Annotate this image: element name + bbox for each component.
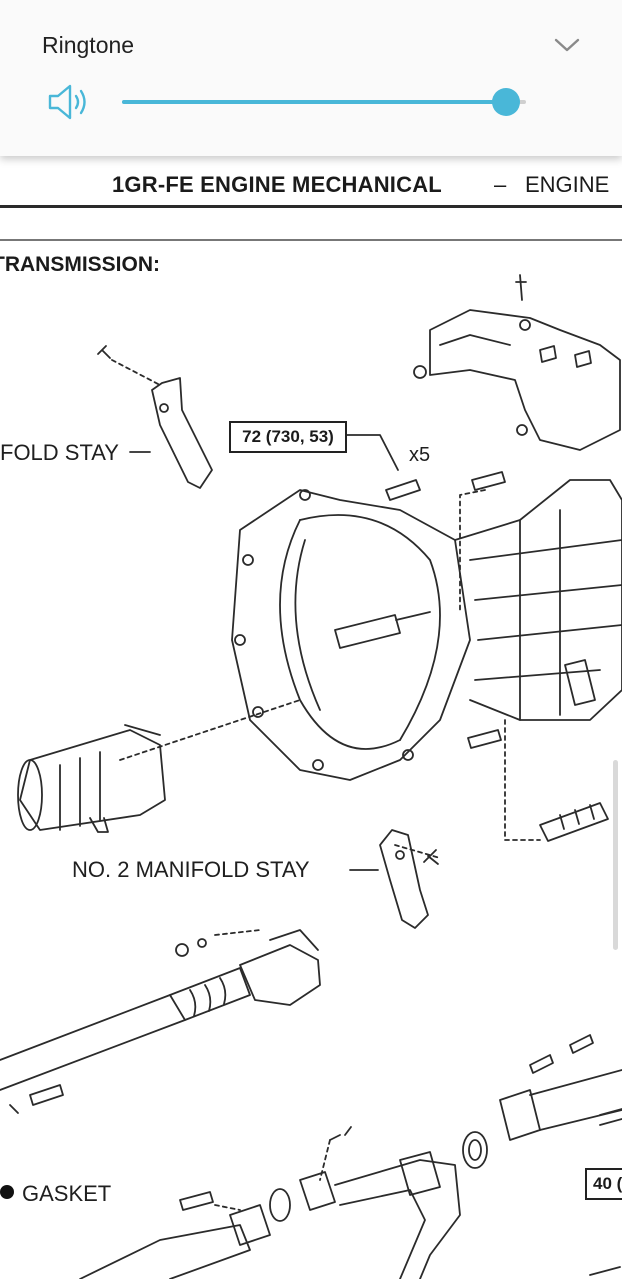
chevron-down-icon[interactable]	[552, 34, 582, 56]
quantity-label: x5	[409, 444, 431, 466]
torque-spec-box: 72 (730, 53)	[229, 421, 347, 453]
no2-manifold-stay-label: NO. 2 MANIFOLD STAY	[72, 857, 310, 882]
section-rule	[0, 239, 622, 241]
manual-header-title: 1GR-FE ENGINE MECHANICAL	[112, 172, 442, 197]
header-rule	[0, 205, 622, 208]
slider-thumb[interactable]	[491, 88, 520, 116]
manual-header-dash: –	[494, 172, 507, 197]
gasket-label: GASKET	[22, 1181, 112, 1206]
manual-header-section: ENGINE	[525, 172, 610, 197]
section-title: TRANSMISSION:	[0, 253, 160, 276]
volume-panel: Ringtone	[0, 0, 622, 156]
scrollbar[interactable]	[613, 760, 618, 950]
gasket-bullet	[0, 1185, 14, 1199]
manual-header: 1GR-FE ENGINE MECHANICAL – ENGINE	[0, 170, 622, 200]
volume-slider[interactable]	[118, 88, 530, 116]
manifold-stay-label: FOLD STAY	[0, 440, 119, 465]
slider-fill	[122, 100, 506, 104]
torque-spec-box-2: 40 (	[585, 1168, 622, 1200]
volume-stream-title: Ringtone	[42, 32, 135, 58]
speaker-icon[interactable]	[46, 82, 92, 122]
